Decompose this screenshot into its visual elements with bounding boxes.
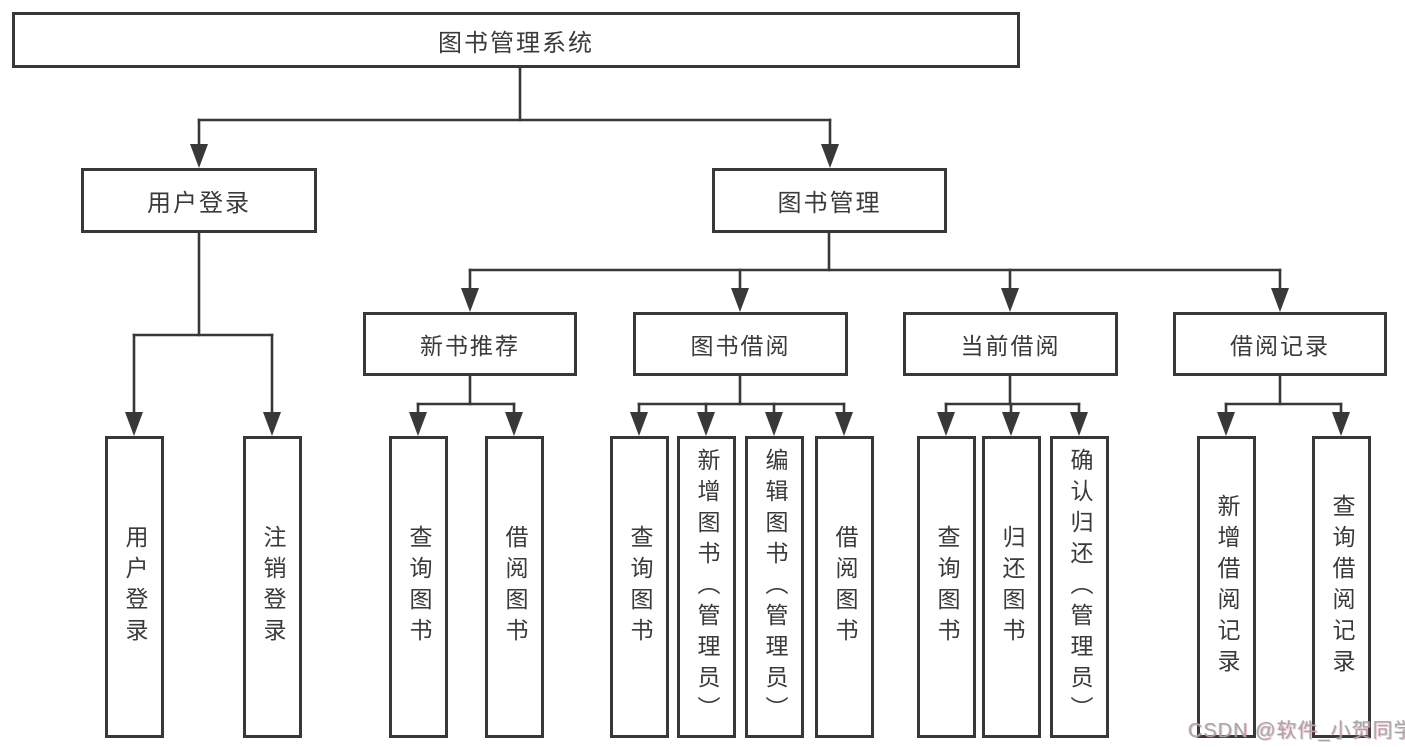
node-borrowing-records: 借阅记录: [1173, 312, 1387, 376]
leaf-label: 归还图书: [999, 525, 1025, 649]
leaf-current-return-books: 归还图书: [982, 436, 1041, 738]
leaf-label: 新增借阅记录: [1214, 494, 1240, 680]
leaf-borrow-edit-books-admin: 编辑图书（管理员）: [745, 436, 804, 738]
leaf-borrow-add-books-admin: 新增图书（管理员）: [677, 436, 736, 738]
leaf-label: 用户登录: [122, 525, 148, 649]
leaf-current-confirm-return-admin: 确认归还（管理员）: [1050, 436, 1109, 738]
connector-paths: [132, 66, 1343, 415]
leaf-label: 查询图书: [934, 525, 960, 649]
node-user-login: 用户登录: [81, 168, 317, 233]
node-label: 用户登录: [147, 190, 251, 217]
node-label: 借阅记录: [1230, 333, 1330, 359]
leaf-label: 查询图书: [406, 525, 432, 649]
leaf-label: 查询借阅记录: [1329, 494, 1355, 680]
arrowheads: [125, 144, 1350, 436]
leaf-label: 确认归还（管理员）: [1067, 447, 1093, 727]
leaf-borrow-borrow-books: 借阅图书: [815, 436, 874, 738]
node-label: 新书推荐: [420, 333, 520, 359]
leaf-records-query-record: 查询借阅记录: [1312, 436, 1371, 738]
leaf-user-login: 用户登录: [105, 436, 164, 738]
node-current-borrowing: 当前借阅: [903, 312, 1118, 376]
node-book-management: 图书管理: [712, 168, 947, 233]
leaf-recommend-query-books: 查询图书: [389, 436, 448, 738]
leaf-label: 编辑图书（管理员）: [762, 447, 788, 727]
node-book-borrowing: 图书借阅: [633, 312, 848, 376]
leaf-label: 借阅图书: [502, 525, 528, 649]
leaf-label: 查询图书: [627, 525, 653, 649]
leaf-label: 新增图书（管理员）: [694, 447, 720, 727]
node-new-book-recommend: 新书推荐: [363, 312, 577, 376]
node-label: 当前借阅: [960, 333, 1061, 359]
node-label: 图书管理: [777, 190, 882, 217]
leaf-current-query-books: 查询图书: [917, 436, 976, 738]
node-label: 图书借阅: [690, 333, 791, 359]
node-label: 图书管理系统: [438, 29, 594, 57]
leaf-records-add-record: 新增借阅记录: [1197, 436, 1256, 738]
leaf-label: 注销登录: [260, 525, 286, 649]
csdn-watermark: CSDN @软件_小贺同学: [1188, 720, 1405, 742]
leaf-label: 借阅图书: [832, 525, 858, 649]
leaf-recommend-borrow-books: 借阅图书: [485, 436, 544, 738]
leaf-logout: 注销登录: [243, 436, 302, 738]
leaf-borrow-query-books: 查询图书: [610, 436, 669, 738]
node-library-system: 图书管理系统: [12, 12, 1020, 68]
